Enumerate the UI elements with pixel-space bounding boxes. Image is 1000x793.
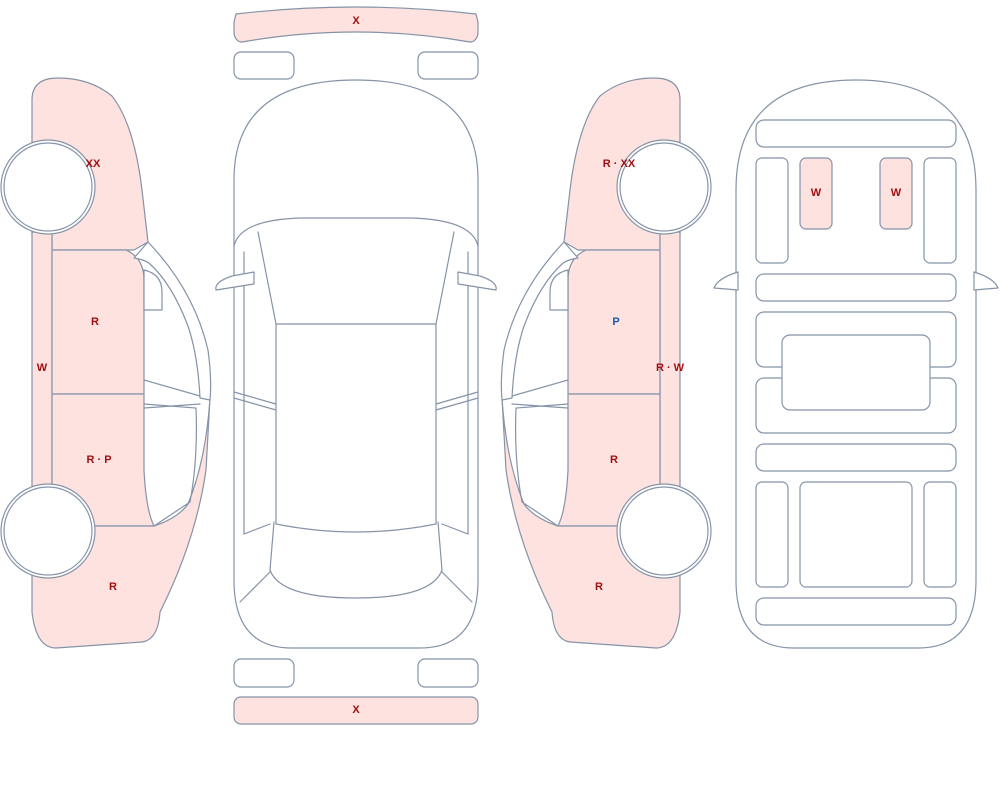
left-rear-window[interactable] [143,403,197,527]
right-quarter-panel[interactable] [501,397,681,649]
front-seat-left[interactable] [799,157,833,230]
left-rear-wheel[interactable] [3,486,93,576]
label-front-bumper: X [352,15,360,27]
front-bumper[interactable] [233,6,479,43]
center-console-front[interactable] [755,273,957,302]
interior-mirror-right[interactable] [973,271,999,291]
interior-mirror-left[interactable] [713,271,739,291]
front-door-panel-right[interactable] [923,157,957,264]
headlight-left[interactable] [233,51,295,80]
label-front-seat-right: W [891,187,902,199]
label-front-seat-left: W [811,187,822,199]
right-rear-wheel[interactable] [619,486,709,576]
label-left-front-door: R [91,316,99,328]
car-body-top [233,79,479,649]
right-mirror[interactable] [549,269,569,311]
label-right-quarter: R [595,581,603,593]
left-front-wheel[interactable] [3,142,93,232]
right-side-view-labels: R · XX P R · W R R [595,158,685,593]
left-window-frame[interactable] [133,241,212,401]
front-door-panel-left[interactable] [755,157,789,264]
mirror-left-top[interactable] [215,271,255,291]
right-window-frame[interactable] [500,241,579,401]
cargo-side-right[interactable] [923,481,957,588]
left-quarter-panel[interactable] [31,397,211,649]
rear-trim[interactable] [755,597,957,626]
taillight-right[interactable] [417,658,479,688]
rear-shelf[interactable] [755,443,957,472]
taillight-left[interactable] [233,658,295,688]
label-right-rocker: R · W [656,362,685,374]
right-front-door[interactable] [567,249,661,395]
mirror-right-top[interactable] [457,271,497,291]
label-left-rear-door: R · P [86,454,111,466]
side-rail-left [243,251,271,535]
rear-bumper[interactable] [233,696,479,725]
top-view: X X [215,6,497,725]
door-line-right [435,391,479,411]
center-armrest[interactable] [781,334,931,411]
label-left-rocker: W [37,362,48,374]
right-rear-window[interactable] [515,403,569,527]
side-rail-right [441,251,469,535]
right-side-view-shapes [500,77,712,649]
label-left-quarter: R [109,581,117,593]
right-front-wheel[interactable] [619,142,709,232]
windshield-outline[interactable] [233,217,479,247]
left-side-view: XX R W R · P R [0,77,212,649]
label-right-front-door: P [612,316,619,328]
cargo-floor[interactable] [799,481,913,588]
door-line-left [233,391,277,411]
left-mirror[interactable] [143,269,163,311]
label-right-rear-door: R [610,454,618,466]
trunk-left-seam [239,571,271,603]
right-b-pillar-lines [511,379,569,409]
left-front-door[interactable] [51,249,145,395]
label-left-front-fender: XX [86,158,101,170]
interior-view: W W [713,79,999,649]
label-right-front-fender: R · XX [603,158,636,170]
rear-window[interactable] [269,521,443,599]
label-rear-bumper: X [352,704,360,716]
cargo-side-left[interactable] [755,481,789,588]
roof-rear-edge [275,523,437,533]
trunk-right-seam [441,571,473,603]
dashboard[interactable] [755,119,957,148]
front-seat-right[interactable] [879,157,913,230]
headlight-right[interactable] [417,51,479,80]
left-b-pillar-lines [143,379,201,409]
